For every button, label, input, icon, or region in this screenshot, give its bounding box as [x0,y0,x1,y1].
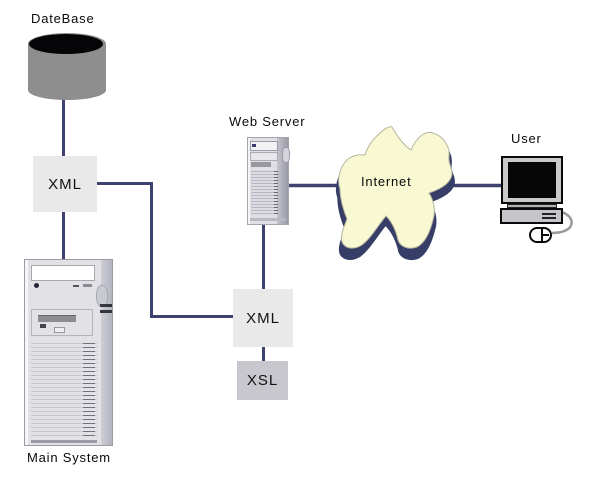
xml-box-left-label: XML [48,175,82,193]
drive-bay [250,152,278,161]
cylinder-bottom-cap [28,90,106,100]
mouse-button-line [543,234,549,236]
drive-bay [250,141,278,151]
side-latch [282,147,290,163]
mouse-icon [529,227,552,243]
mouse-button-divider [541,229,543,241]
database-cylinder-icon [28,33,106,100]
internet-label: Internet [361,174,412,189]
badge-dash [83,284,92,287]
eject-button [54,327,65,333]
badge-dash [73,285,79,287]
floppy-slot [251,162,271,167]
desktop-unit [500,208,563,224]
vent-slot [542,213,556,215]
web-server-tower-icon [247,137,290,225]
mouse-cable [551,210,573,235]
monitor-stand [507,204,557,208]
main-system-tower-icon [24,259,113,446]
monitor-screen [508,162,556,198]
cloud-body [338,126,453,249]
internet-cloud-icon [335,126,455,261]
side-vent-tick [100,304,112,307]
tower-base [31,440,97,443]
xml-box-left: XML [33,156,97,212]
tower-base [250,218,286,221]
vent-shading [274,170,278,216]
user-monitor-icon [501,156,563,204]
vent-slot [542,217,556,219]
cd-drive-bay [31,265,95,281]
xml-box-center-label: XML [246,309,280,327]
vent-grille [251,170,274,216]
database-label: DateBase [31,11,95,26]
xsl-box-label: XSL [246,372,279,389]
floppy-slot [38,315,76,322]
user-label: User [511,131,542,146]
xsl-box: XSL [237,361,288,400]
main-system-label: Main System [27,450,111,465]
drive-led [252,144,256,147]
power-led [34,283,39,288]
side-vent-tick [100,310,112,313]
floppy-led [40,324,46,328]
connector-xml-xmlcenter [96,182,236,318]
cylinder-top-face [29,34,103,54]
web-server-label: Web Server [229,114,306,129]
vent-shading [83,341,95,439]
floppy-panel [31,309,93,336]
xml-box-center: XML [233,289,293,347]
